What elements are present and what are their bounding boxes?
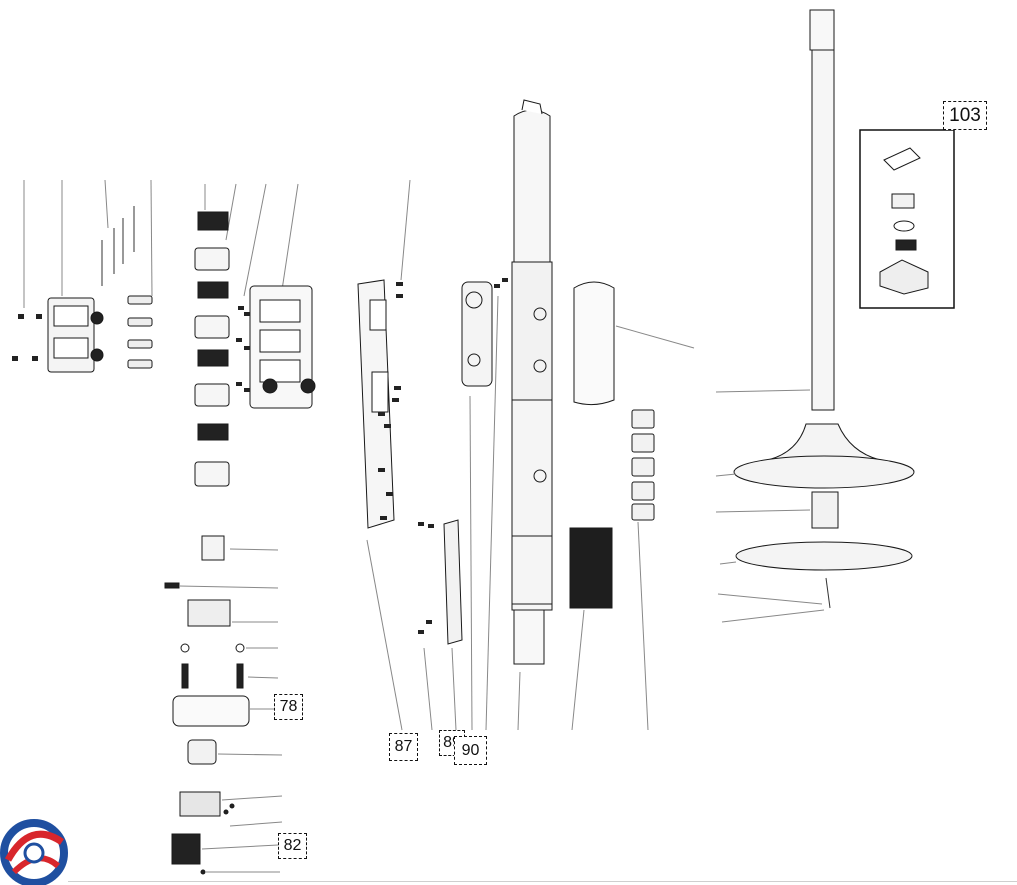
callout-87: 87 <box>389 733 418 761</box>
switch-stack <box>194 211 230 487</box>
bracket-plate <box>418 519 463 731</box>
pin-sleeves <box>127 295 153 369</box>
left-leader-lines <box>23 179 153 308</box>
long-screws <box>101 206 135 286</box>
housing-screws <box>236 306 250 392</box>
callout-82: 82 <box>278 833 307 859</box>
callout-78: 78 <box>274 694 303 720</box>
brand-swirl-logo <box>0 819 68 885</box>
button-column <box>631 409 655 731</box>
pcb-board <box>357 179 411 731</box>
pcb-screws <box>378 282 403 520</box>
inset-box-103 <box>859 129 955 309</box>
callout-90: 90 <box>454 736 487 765</box>
stack-leader-lines <box>204 183 299 297</box>
knob-assembly <box>164 535 283 875</box>
footer-divider <box>68 881 1017 882</box>
filter-pad <box>569 527 613 731</box>
housing-block <box>249 285 316 409</box>
main-tube <box>511 99 553 731</box>
tall-pole <box>715 9 915 623</box>
curved-cover <box>573 281 695 406</box>
small-screws-left <box>12 314 42 361</box>
mounting-block <box>47 297 104 373</box>
switch-assembly <box>461 278 508 731</box>
callout-103: 103 <box>943 101 987 130</box>
